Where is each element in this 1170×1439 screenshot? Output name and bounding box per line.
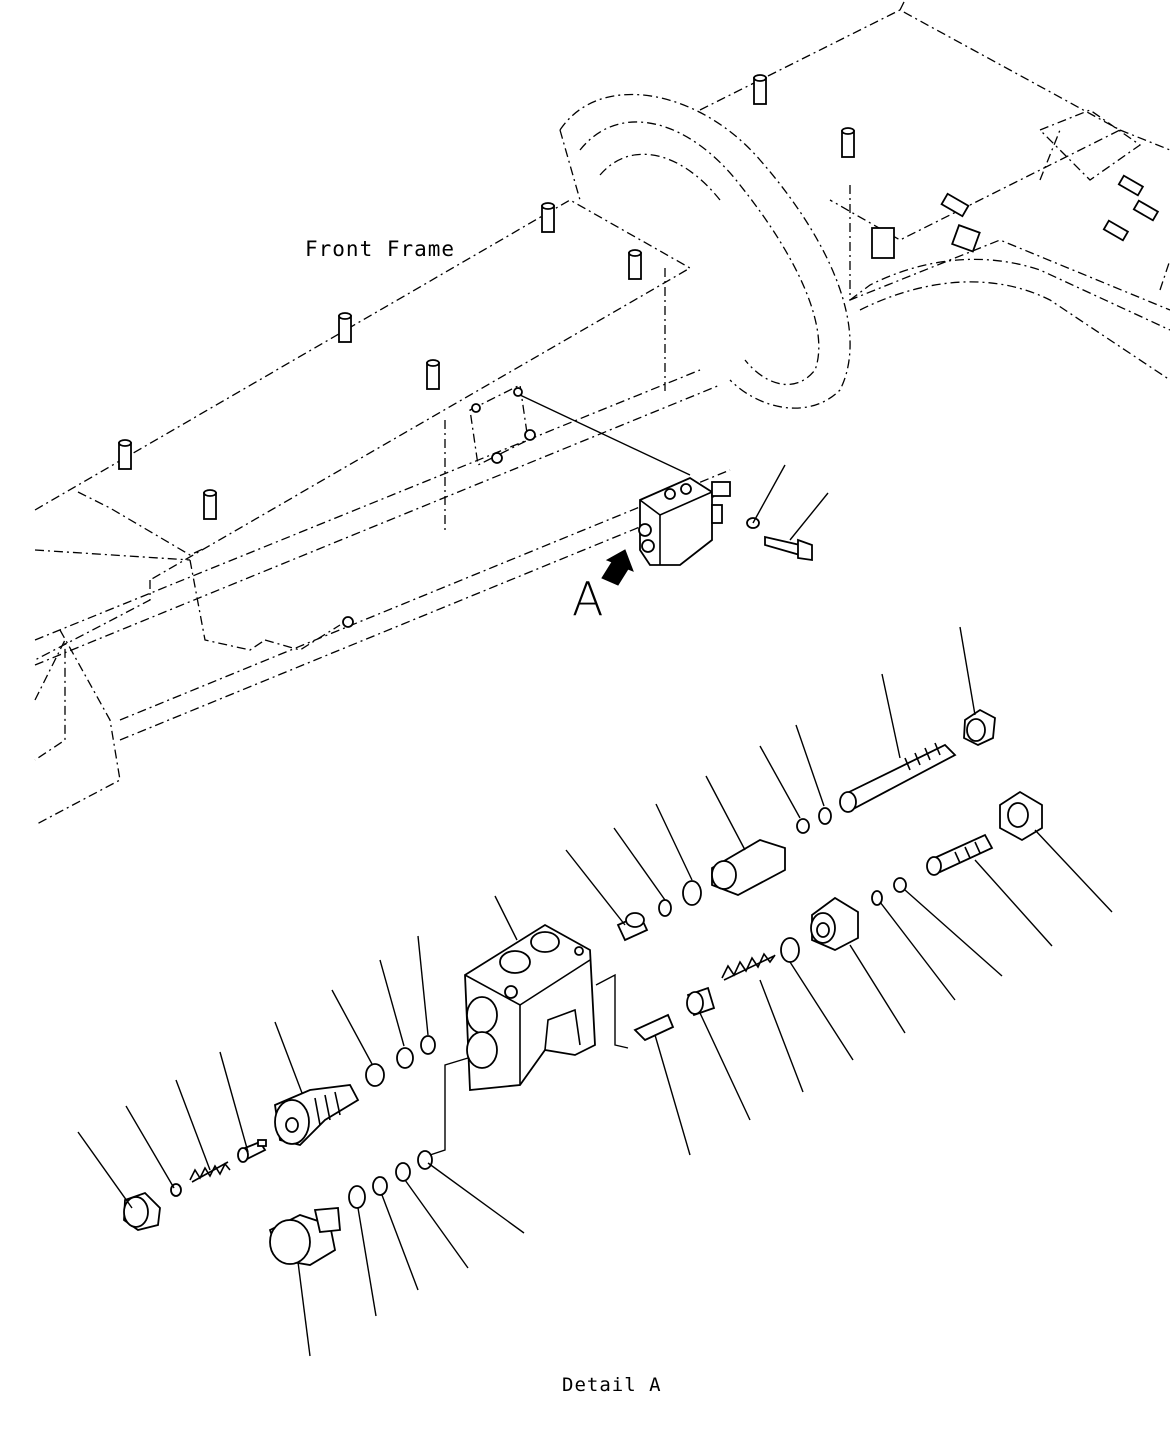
hex-plug-large xyxy=(268,1207,341,1266)
o-ring-6 xyxy=(658,899,672,917)
valve-body xyxy=(464,923,596,1091)
hex-plug-left xyxy=(123,1191,161,1231)
pilot-screw xyxy=(926,833,994,876)
backup-ring-4 xyxy=(818,807,832,825)
poppet-cone xyxy=(633,1013,675,1042)
lock-nut-top xyxy=(963,708,996,746)
spring-small xyxy=(189,1161,231,1183)
backup-ring-5 xyxy=(893,877,907,893)
bolt-small xyxy=(764,535,813,562)
view-letter-label: A xyxy=(572,572,603,626)
detail-caption: Detail A xyxy=(562,1374,662,1396)
adjusting-screw xyxy=(839,742,957,813)
view-arrow-a xyxy=(601,549,634,586)
frame-leader-line xyxy=(519,394,691,476)
hex-cap xyxy=(810,896,859,951)
leader-bolt-small xyxy=(789,492,829,541)
backup-ring-3 xyxy=(417,1150,433,1170)
o-ring-8 xyxy=(796,818,810,834)
front-frame-label: Front Frame xyxy=(305,237,455,261)
valve-assembly-small xyxy=(638,476,731,566)
spring-large xyxy=(721,952,776,981)
front-frame-outline xyxy=(34,0,1170,826)
hex-adapter xyxy=(711,839,786,896)
o-ring-4 xyxy=(348,1185,366,1209)
o-ring-7 xyxy=(682,880,702,906)
axis-line-left xyxy=(429,1057,469,1156)
o-ring-9 xyxy=(780,937,800,963)
o-ring-3 xyxy=(396,1047,414,1069)
small-plunger xyxy=(616,912,649,942)
o-ring-10 xyxy=(871,890,883,906)
leader-washer-small xyxy=(752,464,786,524)
lock-nut-large xyxy=(999,790,1043,842)
leader-lines xyxy=(77,626,1113,1357)
backup-ring-2 xyxy=(372,1176,388,1196)
relief-valve-cartridge xyxy=(274,1084,360,1146)
axis-line-right xyxy=(595,973,629,1049)
o-ring-2 xyxy=(365,1063,385,1087)
seat-bushing xyxy=(686,986,716,1017)
backup-ring-1 xyxy=(420,1035,436,1055)
frame-studs xyxy=(118,74,1160,628)
o-ring-5 xyxy=(395,1162,411,1182)
check-poppet xyxy=(237,1139,267,1163)
